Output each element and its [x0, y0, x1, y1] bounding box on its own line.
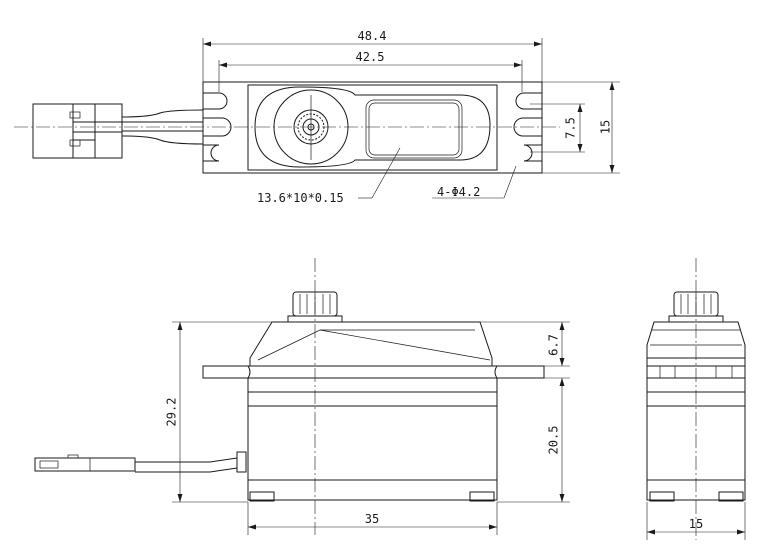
connector-body	[32, 103, 74, 159]
spline-note: 13.6*10*0.15	[257, 147, 401, 205]
dim-hole-pitch-label: 7.5	[564, 117, 578, 139]
front-view: 29.2 6.7 20.5 35	[34, 258, 570, 535]
side-foot-left	[649, 491, 675, 502]
dim-48-4: 48.4	[202, 29, 543, 82]
front-flange-left	[202, 365, 251, 379]
dim-35: 35	[247, 502, 498, 535]
front-flange-right	[494, 365, 545, 379]
top-connector	[32, 103, 123, 159]
holes-note-label: 4-Φ4.2	[437, 185, 480, 199]
gear-housing-circle	[273, 89, 349, 165]
top-wires	[121, 109, 204, 145]
top-body	[247, 84, 498, 171]
front-foot-left	[249, 491, 275, 502]
dim-15-side: 15	[646, 502, 746, 540]
dim-29-2: 29.2	[165, 321, 288, 503]
dim-front-height-label: 29.2	[165, 398, 179, 427]
front-connector	[34, 457, 136, 472]
dim-side-width-label: 15	[689, 517, 703, 531]
holes-note: 4-Φ4.2	[432, 165, 517, 199]
side-view: 15	[646, 258, 746, 540]
right-mount-slots	[513, 92, 542, 162]
front-cover-ridge	[257, 329, 475, 361]
side-foot-right	[718, 491, 744, 502]
front-body	[247, 377, 498, 501]
front-foot-right	[469, 491, 495, 502]
dim-front-body-label: 20.5	[547, 426, 561, 455]
spline-note-label: 13.6*10*0.15	[257, 191, 344, 205]
dim-front-top-label: 6.7	[547, 334, 561, 356]
connector-front	[94, 103, 123, 159]
dim-20-5: 20.5	[497, 377, 570, 503]
front-cable	[34, 451, 247, 473]
side-body	[646, 357, 746, 501]
top-view: 48.4 42.5 15 7.5	[14, 29, 620, 205]
dim-42-5: 42.5	[218, 50, 523, 92]
dim-top-height-label: 15	[599, 120, 613, 134]
dim-total-width-label: 48.4	[358, 29, 387, 43]
dim-7-5: 7.5	[530, 103, 585, 153]
cable-grommet	[236, 451, 247, 473]
left-mount-slots	[203, 92, 232, 162]
dim-15-top: 15	[542, 81, 620, 174]
label-window-inner	[368, 102, 460, 156]
label-window	[365, 99, 463, 159]
top-mount-plate	[202, 81, 543, 174]
top-housing-outline	[254, 86, 491, 168]
dim-6-7: 6.7	[480, 321, 570, 367]
front-top-cover	[249, 321, 493, 367]
dim-front-width-label: 35	[365, 512, 379, 526]
dim-hole-spacing-label: 42.5	[356, 50, 385, 64]
